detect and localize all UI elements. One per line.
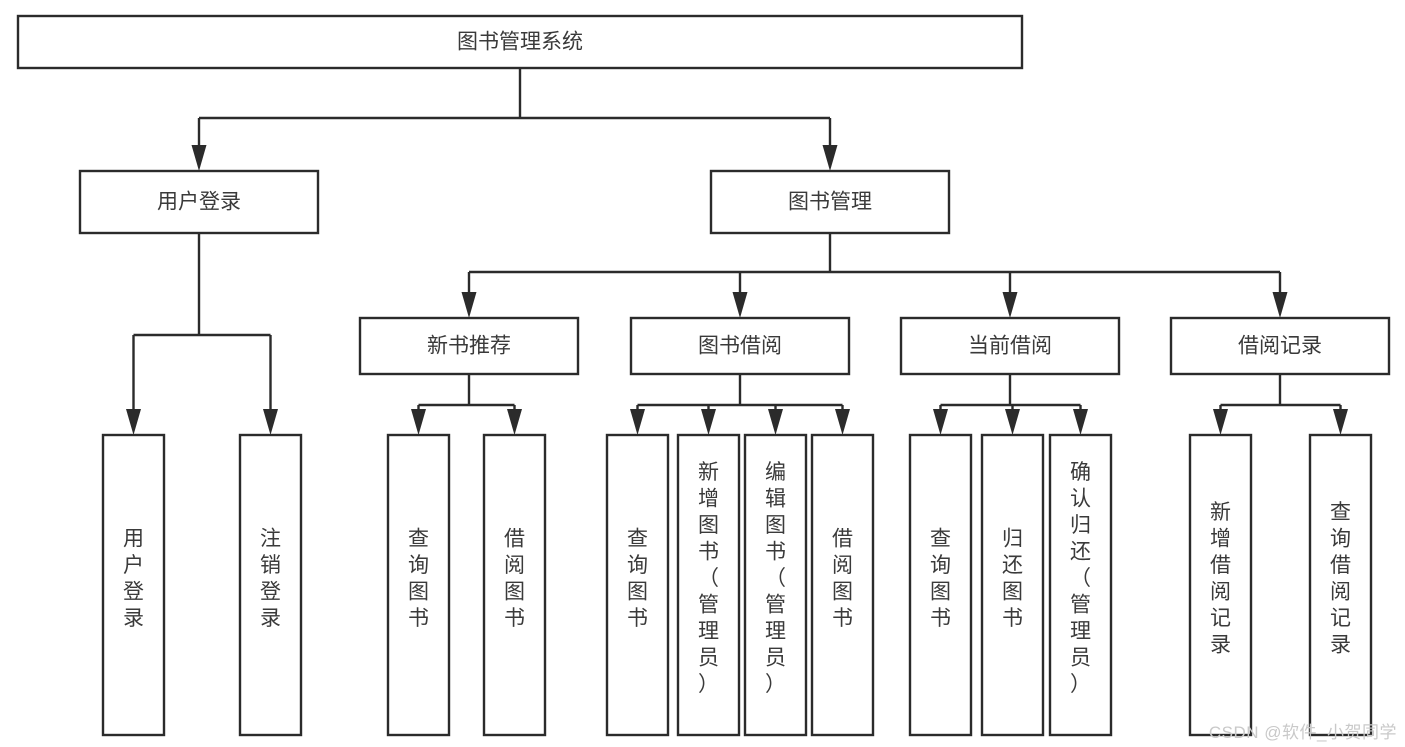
connector-group-book_borrow [630,374,850,435]
node-label: 编辑图书（管理员） [765,461,786,696]
node-label: 查询图书 [627,527,648,630]
connector-group-borrow_record [1213,374,1348,435]
watermark-label: CSDN @软件_小贺同学 [1208,723,1397,742]
node-box [899,316,1121,376]
node-label: 查询借阅记录 [1330,501,1351,657]
node-box [386,433,451,737]
node-leaf-query-book-a[interactable]: 查询图书 [386,433,451,737]
node-book-manage[interactable]: 图书管理 [709,169,951,235]
node-box [1169,316,1391,376]
node-box [1188,433,1253,737]
node-label: 图书管理系统 [457,31,583,54]
node-leaf-borrow-book-b[interactable]: 借阅图书 [810,433,875,737]
connector-group-user_login [126,233,278,435]
node-label: 当前借阅 [968,335,1052,358]
connector-group-book_manage [461,233,1288,318]
node-leaf-logout[interactable]: 注销登录 [238,433,303,737]
node-leaf-confirm-return[interactable]: 确认归还（管理员） [1048,433,1113,737]
node-leaf-query-record[interactable]: 查询借阅记录 [1308,433,1373,737]
node-label: 新书推荐 [427,335,511,358]
node-box [16,14,1024,70]
node-leaf-edit-book[interactable]: 编辑图书（管理员） [743,433,808,737]
node-label: 借阅记录 [1238,335,1322,358]
node-borrow-record[interactable]: 借阅记录 [1169,316,1391,376]
node-box [908,433,973,737]
node-current-borrow[interactable]: 当前借阅 [899,316,1121,376]
node-label: 用户登录 [157,191,241,214]
node-leaf-add-book[interactable]: 新增图书（管理员） [676,433,741,737]
node-label: 注销登录 [260,527,281,630]
node-box [482,433,547,737]
node-box [676,433,741,737]
node-leaf-query-book-c[interactable]: 查询图书 [908,433,973,737]
node-box [743,433,808,737]
node-label: 新增借阅记录 [1210,501,1231,657]
node-label: 查询图书 [930,527,951,630]
node-box [605,433,670,737]
node-label: 用户登录 [123,527,144,630]
node-label: 查询图书 [408,527,429,630]
node-root[interactable]: 图书管理系统 [16,14,1024,70]
node-label: 图书管理 [788,191,872,214]
node-leaf-borrow-book-a[interactable]: 借阅图书 [482,433,547,737]
node-leaf-user-login[interactable]: 用户登录 [101,433,166,737]
node-label: 归还图书 [1002,527,1023,630]
node-label: 新增图书（管理员） [698,461,719,696]
connector-group-root [191,68,838,171]
connector-group-new_book_rec [411,374,522,435]
node-box [1048,433,1113,737]
node-box [101,433,166,737]
node-box [238,433,303,737]
node-new-book-rec[interactable]: 新书推荐 [358,316,580,376]
node-leaf-add-record[interactable]: 新增借阅记录 [1188,433,1253,737]
connector-group-current_borrow [933,374,1088,435]
node-box [709,169,951,235]
node-box [810,433,875,737]
connector-layer [126,68,1348,435]
node-box [358,316,580,376]
node-leaf-query-book-b[interactable]: 查询图书 [605,433,670,737]
node-leaf-return-book[interactable]: 归还图书 [980,433,1045,737]
node-box [980,433,1045,737]
node-label: 确认归还（管理员） [1070,461,1091,696]
node-box [629,316,851,376]
node-layer: 图书管理系统用户登录图书管理新书推荐图书借阅当前借阅借阅记录用户登录注销登录查询… [16,14,1391,737]
node-label: 借阅图书 [832,527,853,630]
node-user-login[interactable]: 用户登录 [78,169,320,235]
node-box [1308,433,1373,737]
node-label: 图书借阅 [698,335,782,358]
node-book-borrow[interactable]: 图书借阅 [629,316,851,376]
node-box [78,169,320,235]
node-label: 借阅图书 [504,527,525,630]
